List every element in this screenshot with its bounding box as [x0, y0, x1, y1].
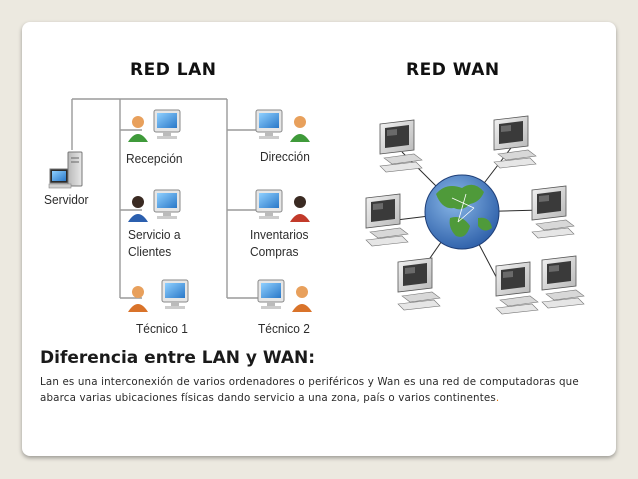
description-end-mark: .: [495, 392, 500, 404]
server-label: Servidor: [44, 192, 89, 207]
wan-computer-icon: [379, 119, 423, 173]
node-label-tecnico1: Técnico 1: [136, 321, 188, 336]
description-text: Lan es una interconexión de varios orden…: [40, 376, 579, 404]
workstation-tecnico1-icon: [128, 279, 189, 312]
workstation-direccion-icon: [255, 109, 310, 142]
node-label-recepcion: Recepción: [126, 151, 183, 166]
wan-computer-icon: [493, 115, 537, 169]
node-label-tecnico2: Técnico 2: [258, 321, 310, 336]
slide: RED LAN RED WAN: [22, 22, 616, 456]
workstation-recepcion-icon: [128, 109, 181, 142]
node-label-inventarios: Inventarios Compras: [250, 227, 309, 259]
wan-computer-icon: [397, 257, 441, 311]
node-label-direccion: Dirección: [260, 149, 310, 164]
workstation-servicio-icon: [128, 189, 181, 222]
wan-computer-icon: [495, 261, 539, 315]
wan-diagram: [365, 115, 585, 315]
description-heading: Diferencia entre LAN y WAN:: [40, 348, 316, 368]
wan-computer-icon: [531, 185, 575, 239]
globe-icon: [424, 174, 500, 250]
node-label-servicio: Servicio a Clientes: [128, 227, 181, 259]
workstation-tecnico2-icon: [257, 279, 312, 312]
lan-connections: [71, 98, 258, 299]
wan-computers: [365, 115, 585, 315]
server-icon: [48, 151, 83, 189]
globe-net: [451, 193, 475, 223]
wan-computer-icon: [365, 193, 409, 247]
lan-diagram: [48, 98, 312, 312]
lan-title: RED LAN: [130, 60, 217, 80]
workstation-inventarios-icon: [255, 189, 310, 222]
wan-computer-icon: [541, 255, 585, 309]
wan-title: RED WAN: [406, 60, 500, 80]
description-paragraph: Lan es una interconexión de varios orden…: [40, 374, 600, 406]
